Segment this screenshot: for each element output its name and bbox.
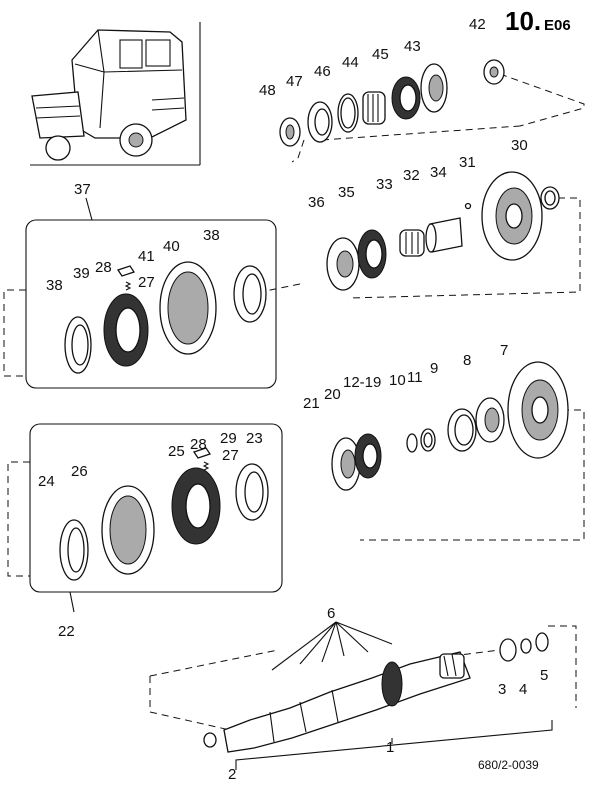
label-11: 11 (407, 369, 423, 386)
label-3: 3 (498, 681, 506, 698)
label-46: 46 (314, 63, 331, 80)
truck-cab-thumbnail (30, 22, 201, 166)
label-35: 35 (338, 184, 355, 201)
drawing-code: 680/2-0039 (478, 758, 539, 772)
label-47: 47 (286, 73, 303, 90)
label-21: 21 (303, 395, 320, 412)
label-8: 8 (463, 352, 471, 369)
label-30: 30 (511, 137, 528, 154)
label-43: 43 (404, 38, 421, 55)
label-38-left: 38 (46, 277, 63, 294)
label-10: 10 (389, 372, 406, 389)
label-37: 37 (74, 181, 91, 198)
label-4: 4 (519, 681, 527, 698)
synchronizer-group-22 (7, 423, 283, 613)
label-23: 23 (246, 430, 263, 447)
label-36: 36 (308, 194, 325, 211)
label-34: 34 (430, 164, 447, 181)
label-29: 29 (220, 430, 237, 447)
label-27-upper: 27 (138, 274, 155, 291)
label-38-right: 38 (203, 227, 220, 244)
mainshaft-gear-set (331, 361, 585, 541)
label-9: 9 (430, 360, 438, 377)
page-number: 10. (505, 6, 541, 36)
label-28-upper: 28 (95, 259, 112, 276)
label-1: 1 (386, 739, 394, 756)
label-25: 25 (168, 443, 185, 460)
part-number-labels: 42 43 45 44 46 47 48 30 31 34 32 33 35 3… (38, 16, 548, 783)
page-subcode: E06 (544, 17, 571, 34)
label-33: 33 (376, 176, 393, 193)
label-12-19: 12-19 (343, 374, 381, 391)
upper-gear-set (279, 59, 585, 163)
label-27-lower: 27 (222, 447, 239, 464)
label-40: 40 (163, 238, 180, 255)
label-22: 22 (58, 623, 75, 640)
label-26: 26 (71, 463, 88, 480)
label-45: 45 (372, 46, 389, 63)
label-42: 42 (469, 16, 486, 33)
label-7: 7 (500, 342, 508, 359)
label-20: 20 (324, 386, 341, 403)
label-6: 6 (327, 605, 335, 622)
label-5: 5 (540, 667, 548, 684)
label-2: 2 (228, 766, 236, 783)
label-39: 39 (73, 265, 90, 282)
label-31: 31 (459, 154, 476, 171)
countershaft-gear-set (259, 171, 581, 299)
synchronizer-group-37 (3, 197, 277, 389)
label-24: 24 (38, 473, 55, 490)
label-32: 32 (403, 167, 420, 184)
label-41: 41 (138, 248, 155, 265)
main-shaft-assembly (149, 621, 577, 770)
label-28-lower: 28 (190, 436, 207, 453)
label-44: 44 (342, 54, 359, 71)
label-48: 48 (259, 82, 276, 99)
